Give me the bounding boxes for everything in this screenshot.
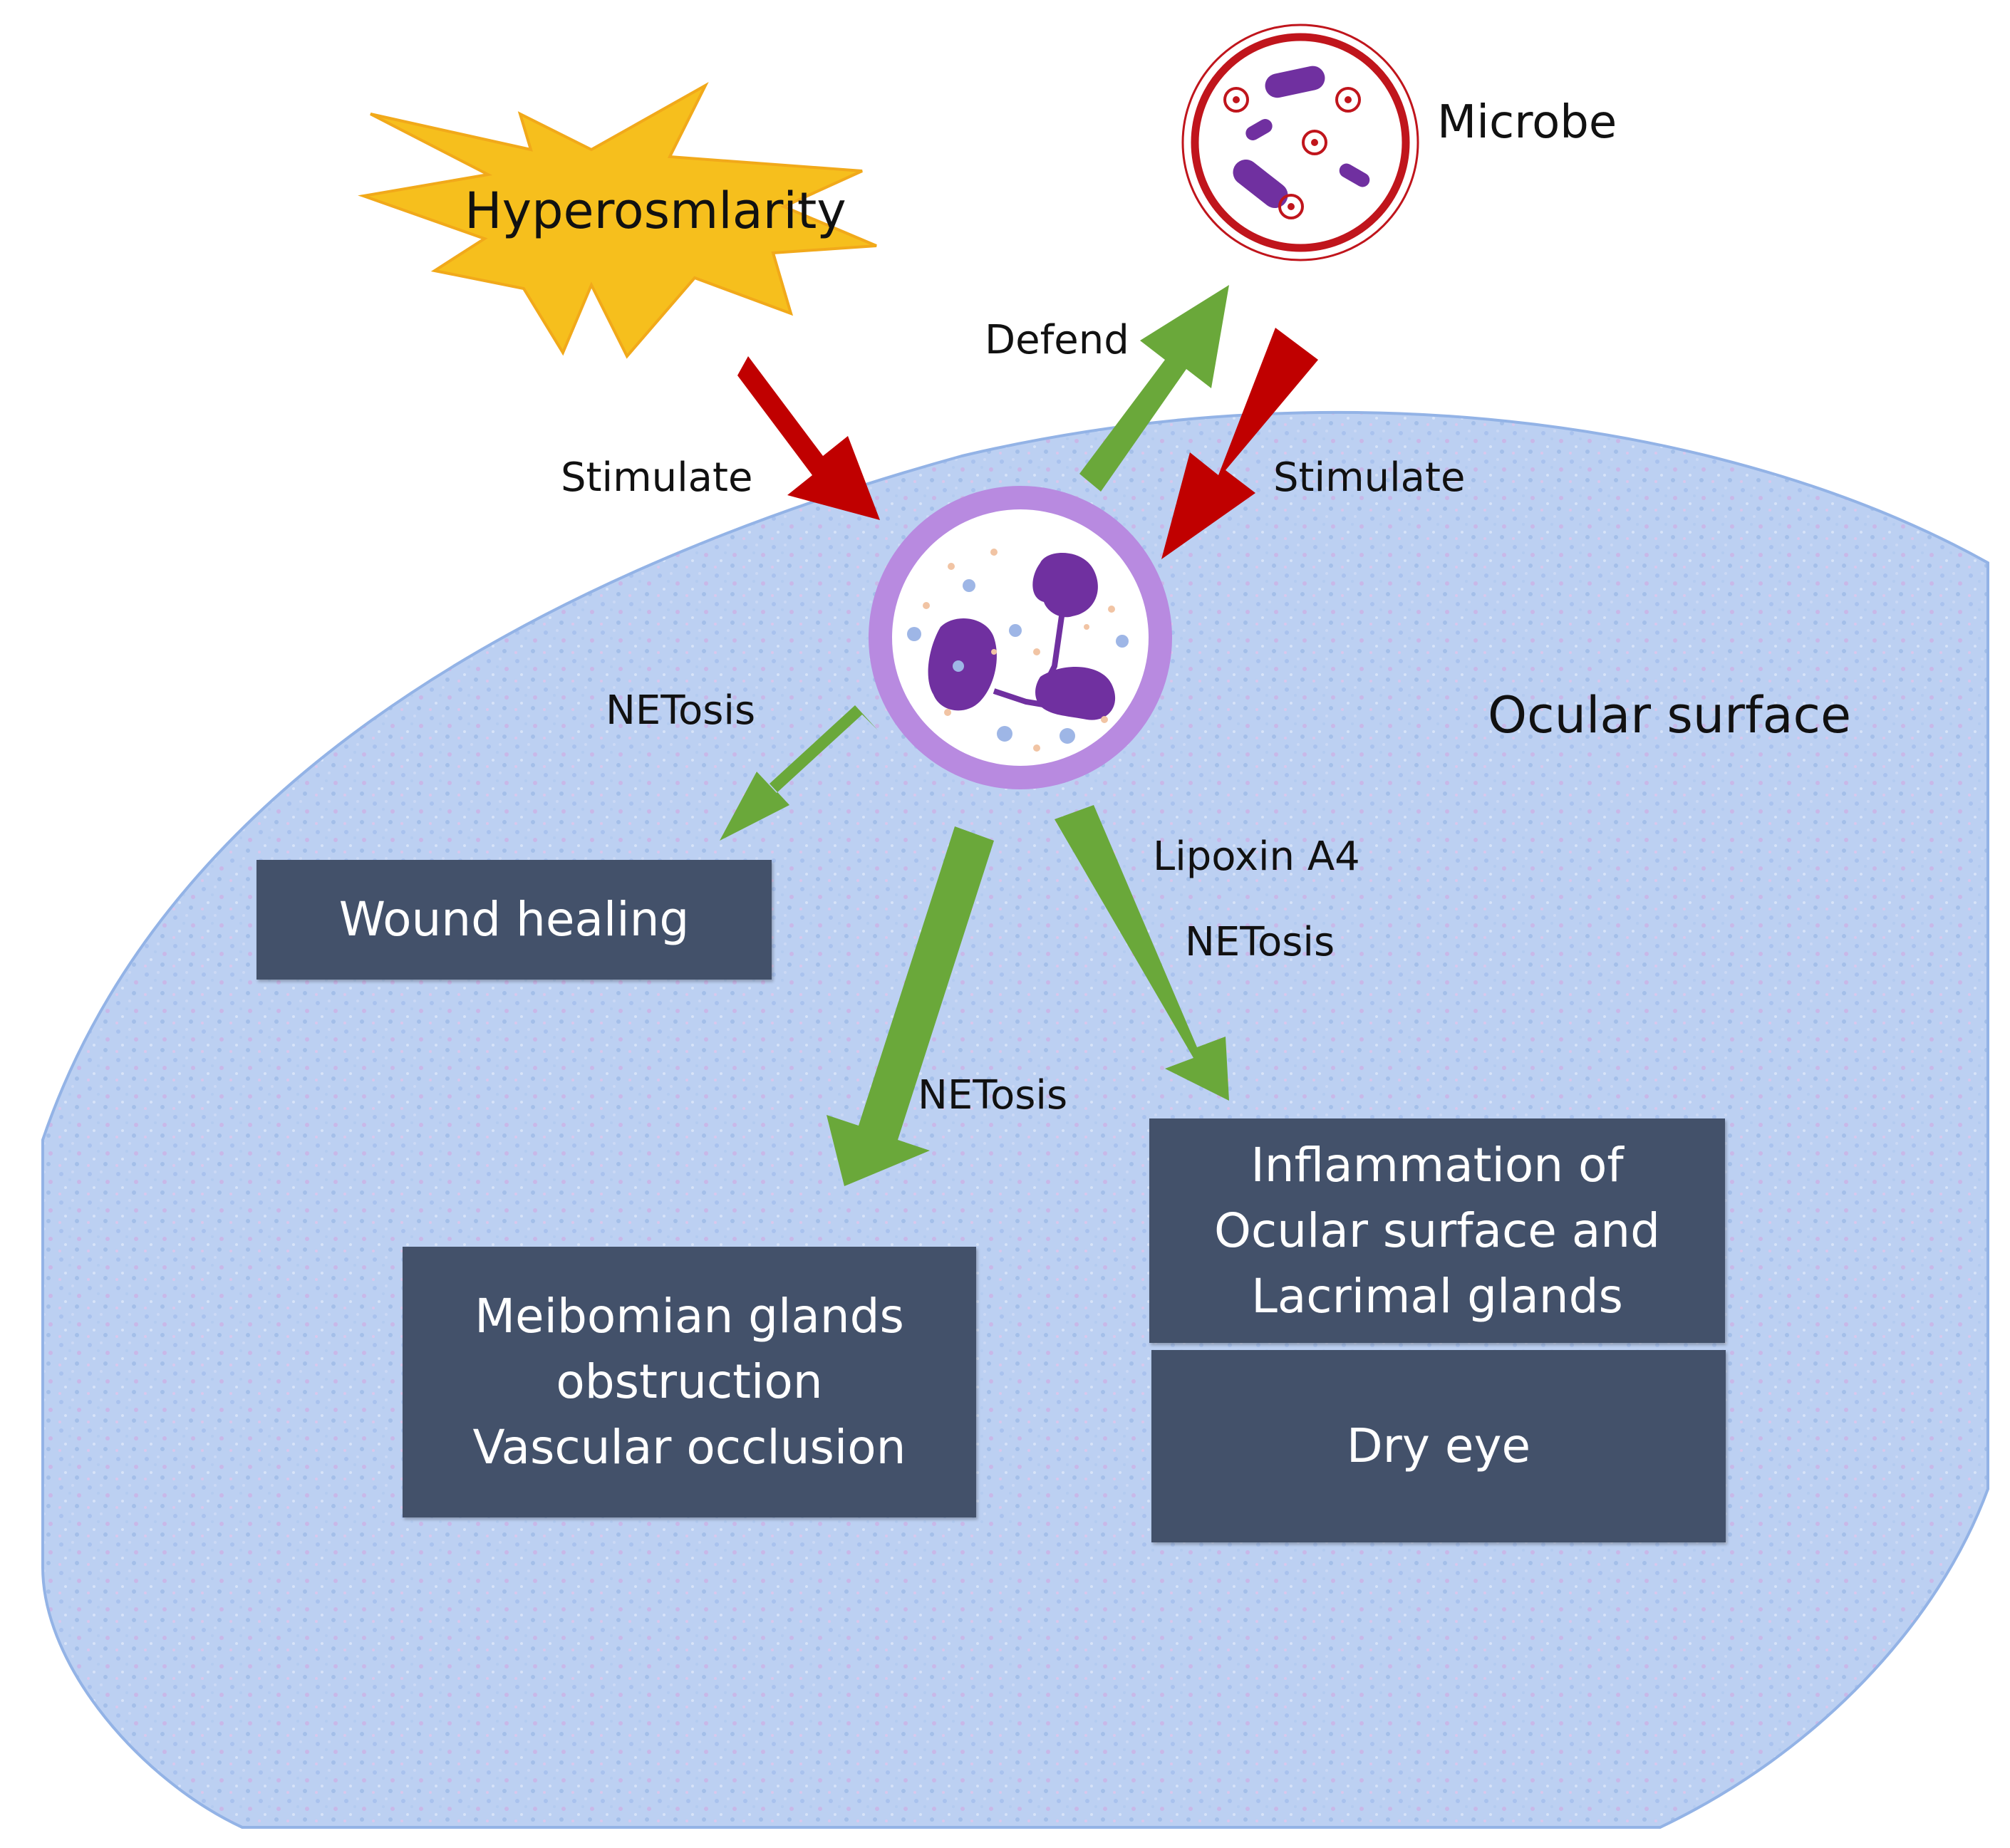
inflammation-line-1: Inflammation of xyxy=(1250,1137,1624,1193)
netosis-right-label: NETosis xyxy=(1185,919,1335,965)
defend-label: Defend xyxy=(985,317,1129,363)
meibomian-line-1: Meibomian glands xyxy=(475,1289,904,1344)
defend-arrow xyxy=(1079,285,1229,492)
netosis-left-label: NETosis xyxy=(606,687,756,734)
starburst-icon xyxy=(358,82,877,359)
netosis-arrow-middle xyxy=(827,826,994,1186)
netosis-middle-label: NETosis xyxy=(918,1072,1068,1118)
lipoxin-label: Lipoxin A4 xyxy=(1153,834,1360,880)
hyperosmolarity-label: Hyperosmlarity xyxy=(465,182,846,240)
neutrophil-icon xyxy=(869,486,1172,789)
microbe-icon xyxy=(1181,24,1419,261)
inflammation-line-3: Lacrimal glands xyxy=(1251,1268,1623,1324)
netosis-arrow-left xyxy=(720,705,878,841)
netosis-arrow-right xyxy=(1055,805,1229,1101)
dry-eye-text: Dry eye xyxy=(1346,1418,1531,1473)
ocular-surface-label: Ocular surface xyxy=(1488,686,1852,744)
dry-eye-box: Dry eye xyxy=(1151,1350,1726,1542)
stimulate-left-label: Stimulate xyxy=(561,455,753,501)
meibomian-line-2: obstruction xyxy=(556,1354,823,1409)
microbe-label: Microbe xyxy=(1437,96,1617,149)
inflammation-line-2: Ocular surface and xyxy=(1213,1203,1661,1258)
meibomian-box: Meibomian glands obstruction Vascular oc… xyxy=(403,1247,976,1517)
stimulate-right-label: Stimulate xyxy=(1273,455,1466,501)
stimulate-arrow-left xyxy=(737,356,880,520)
meibomian-line-3: Vascular occlusion xyxy=(472,1420,906,1475)
inflammation-box: Inflammation of Ocular surface and Lacri… xyxy=(1149,1118,1725,1343)
wound-healing-text: Wound healing xyxy=(338,892,690,947)
wound-healing-box: Wound healing xyxy=(257,860,772,980)
stimulate-arrow-right xyxy=(1161,328,1318,559)
